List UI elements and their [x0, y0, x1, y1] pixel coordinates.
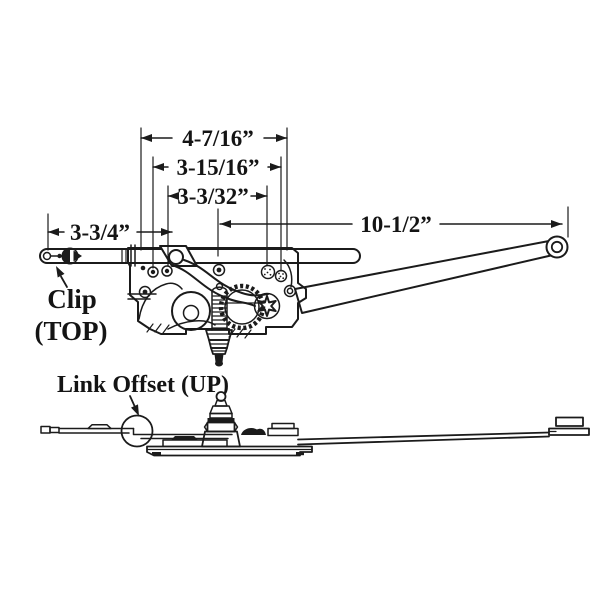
dimension-label-3-3-4: 3-3/4” — [70, 220, 130, 245]
side-long-arm — [267, 422, 550, 446]
top-label: (TOP) — [35, 316, 108, 346]
clip-label: Clip — [47, 284, 97, 314]
link-offset-callout: Link Offset (UP) — [57, 372, 229, 416]
dimension-lines: 4-7/16” 3-15/16” 3-3/32” 3-3/4” — [47, 126, 569, 272]
stippled-hole-right — [274, 269, 288, 283]
side-end-bracket — [548, 416, 590, 436]
long-arm — [294, 235, 569, 314]
top-view-drawing: 4-7/16” 3-15/16” 3-3/32” 3-3/4” — [35, 126, 569, 367]
dimension-3-3-32: 3-3/32” — [167, 184, 268, 209]
link-band — [171, 259, 269, 307]
clip-callout: Clip (TOP) — [35, 266, 108, 346]
side-view-drawing: Link Offset (UP) — [40, 372, 590, 457]
side-base-plate — [146, 436, 313, 457]
dimension-3-3-4: 3-3/4” — [47, 220, 173, 245]
side-crank-shaft — [201, 391, 266, 448]
star-gear — [257, 295, 277, 317]
dimension-4-7-16: 4-7/16” — [140, 126, 288, 151]
worm-shaft-crank-stub — [205, 282, 233, 367]
dimension-label-10-1-2: 10-1/2” — [360, 212, 432, 237]
dimension-label-4-7-16: 4-7/16” — [182, 126, 254, 151]
clip-detail — [42, 247, 82, 265]
dimension-3-15-16: 3-15/16” — [152, 155, 282, 180]
dimension-10-1-2: 10-1/2” — [219, 212, 563, 237]
offset-circle-highlight — [120, 414, 154, 448]
dimension-label-3-15-16: 3-15/16” — [176, 155, 259, 180]
left-arm — [39, 244, 361, 267]
dimension-label-3-3-32: 3-3/32” — [177, 184, 249, 209]
link-offset-label: Link Offset (UP) — [57, 372, 229, 398]
stippled-hole-left — [260, 264, 276, 280]
